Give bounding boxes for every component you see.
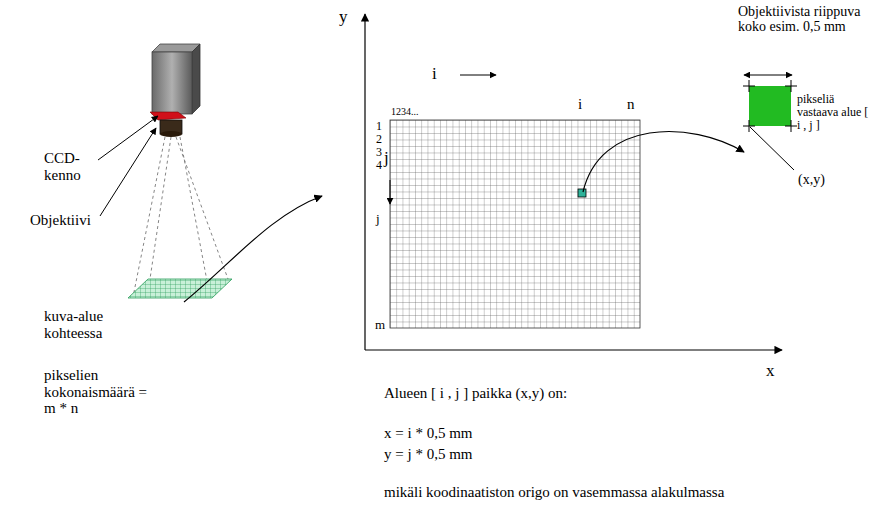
direction-arrow (460, 75, 496, 76)
pixel-grid (390, 120, 640, 328)
note: mikäli koodinaatiston origo on vasemmass… (384, 484, 724, 501)
pixel (578, 189, 586, 197)
formula-text: y = j * 0,5 mm (384, 446, 472, 463)
corner-ticks (743, 80, 797, 132)
index-label: i (432, 65, 437, 84)
leader-line (100, 128, 156, 216)
axis-label: x (766, 362, 775, 381)
index-label: n (627, 96, 635, 113)
x-axis (365, 349, 782, 350)
curved-arrow (583, 132, 744, 192)
index-label: j (384, 149, 389, 168)
note: pikselien kokonaismäärä = m * n (44, 367, 156, 417)
dimension-arrow (744, 75, 792, 76)
axis-label: y (339, 8, 348, 27)
index-label: 3 (376, 146, 382, 159)
direction-arrow (390, 180, 391, 204)
leader-line (750, 127, 794, 170)
formula-text: x = i * 0,5 mm (384, 425, 472, 442)
index-label: 4 (376, 159, 382, 172)
part-label: pikseliä vastaava alue [ i , j ] (797, 93, 873, 133)
y-axis (364, 14, 365, 350)
index-label: 1 (376, 120, 382, 133)
part-label: kuva-alue kohteessa (44, 308, 134, 341)
curved-arrow (184, 196, 322, 302)
dimension-note: Objektiivista riippuva koko esim. 0,5 mm (738, 4, 868, 35)
formula-text: Alueen [ i , j ] paikka (x,y) on: (384, 385, 567, 402)
index-label: m (375, 318, 385, 332)
part-label: Objektiivi (30, 212, 91, 229)
leader-line (98, 116, 158, 160)
pixel-enlarged (749, 86, 791, 126)
camera (150, 44, 200, 137)
part-label: (x,y) (798, 172, 825, 187)
view-lines (133, 137, 228, 297)
index-label: j (376, 212, 380, 226)
index-label: 1234... (391, 106, 419, 117)
index-label: i (578, 96, 582, 113)
part-label: CCD- kenno (44, 150, 114, 183)
index-label: 2 (376, 133, 382, 146)
image-area (128, 279, 232, 298)
